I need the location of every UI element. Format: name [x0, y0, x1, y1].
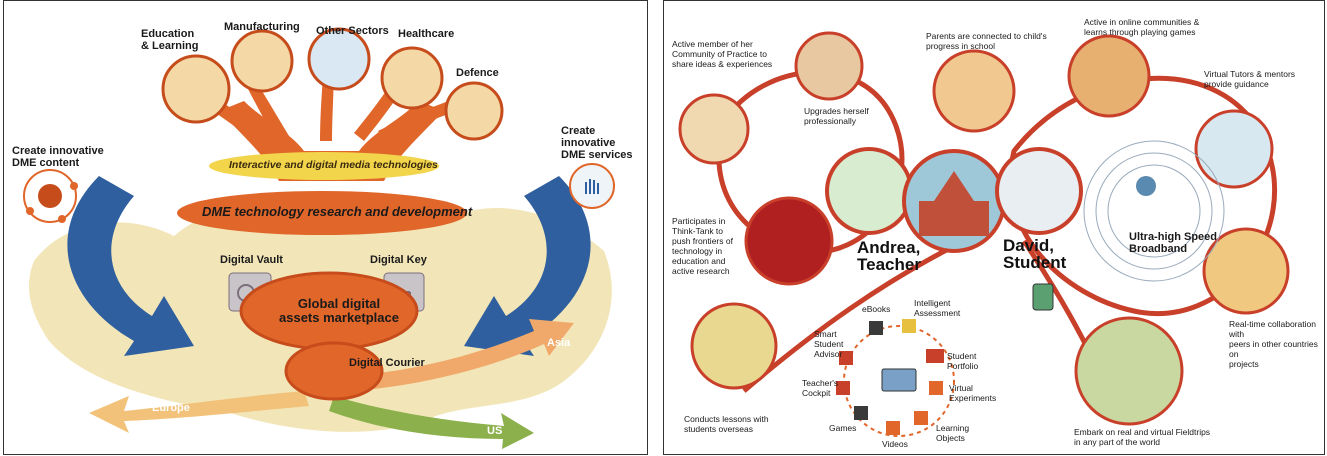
tool-ebooks: eBooks: [862, 304, 890, 314]
sector-label-defence: Defence: [456, 67, 499, 79]
broadband-hub: [1136, 176, 1156, 196]
tool-virtual-experiments: Virtual Experiments: [949, 383, 996, 403]
digital-key-label: Digital Key: [370, 254, 427, 266]
sector-bubble-other: [309, 29, 369, 89]
content-icon-core: [38, 184, 62, 208]
sector-label-other: Other Sectors: [316, 25, 389, 37]
services-icon-ring: [570, 164, 614, 208]
dme-ecosystem-panel: Education & Learning Manufacturing Other…: [3, 0, 648, 455]
marketplace-label: Global digital assets marketplace: [279, 297, 399, 325]
tool-smart-advisor: Smart Student Advisor: [814, 329, 843, 359]
caption-upgrades: Upgrades herself professionally: [804, 106, 869, 126]
tool-games: Games: [829, 423, 856, 433]
student-tablet: [1033, 284, 1053, 310]
dme-ecosystem-artwork: [4, 1, 648, 455]
caption-community: Active member of her Community of Practi…: [672, 39, 772, 69]
caption-realtime: Real-time collaboration with peers in ot…: [1229, 319, 1324, 369]
tool-intelligent-assessment: Intelligent Assessment: [914, 298, 960, 318]
caption-parents: Parents are connected to child's progres…: [926, 31, 1047, 51]
tool-learning-objects: Learning Objects: [936, 423, 969, 443]
region-label-us: US: [487, 425, 502, 437]
region-label-asia: Asia: [547, 337, 570, 349]
abc-block-label: ABC: [926, 362, 941, 372]
sector-label-education: Education & Learning: [141, 28, 198, 52]
sector-label-manufacturing: Manufacturing: [224, 21, 300, 33]
sector-bubble-defence: [446, 83, 502, 139]
caption-online: Active in online communities & learns th…: [1084, 17, 1199, 37]
tool-student-portfolio: Student Portfolio: [947, 351, 978, 371]
courier-platform: [286, 343, 382, 399]
scene-parents: [934, 51, 1014, 131]
portrait-david: [997, 149, 1081, 233]
david-student-label: David, Student: [1003, 237, 1066, 271]
scene-tutors: [1196, 111, 1272, 187]
create-content-label: Create innovative DME content: [12, 145, 104, 169]
sector-bubble-education: [163, 56, 229, 122]
sector-label-healthcare: Healthcare: [398, 28, 454, 40]
broadband-label: Ultra-high Speed Broadband: [1129, 231, 1217, 255]
scene-fieldtrips: [1076, 318, 1182, 424]
interactive-band-label: Interactive and digital media technologi…: [229, 159, 438, 171]
rnd-band-label: DME technology research and development: [202, 204, 472, 219]
caption-lessons: Conducts lessons with students overseas: [684, 414, 769, 434]
tool-videos: Videos: [882, 439, 908, 449]
student-teacher-panel: Active member of her Community of Practi…: [663, 0, 1325, 455]
caption-fieldtrips: Embark on real and virtual Fieldtrips in…: [1074, 427, 1210, 447]
digital-vault-label: Digital Vault: [220, 254, 283, 266]
caption-think-tank: Participates in Think-Tank to push front…: [672, 216, 733, 276]
andrea-teacher-label: Andrea, Teacher: [857, 239, 921, 273]
create-services-label: Create innovative DME services: [561, 125, 647, 161]
caption-tutors: Virtual Tutors & mentors provide guidanc…: [1204, 69, 1295, 89]
scene-community: [680, 95, 748, 163]
region-label-europe: Europe: [152, 402, 190, 414]
tool-teachers-cockpit: Teacher's Cockpit: [802, 378, 838, 398]
scene-upgrades: [796, 33, 862, 99]
portrait-andrea: [827, 149, 911, 233]
tool-laptop: [882, 369, 916, 391]
scene-online: [1069, 36, 1149, 116]
digital-courier-label: Digital Courier: [349, 357, 425, 369]
sector-bubble-manufacturing: [232, 31, 292, 91]
sector-bubble-healthcare: [382, 48, 442, 108]
scene-think-tank: [746, 198, 832, 284]
scene-lessons: [692, 304, 776, 388]
